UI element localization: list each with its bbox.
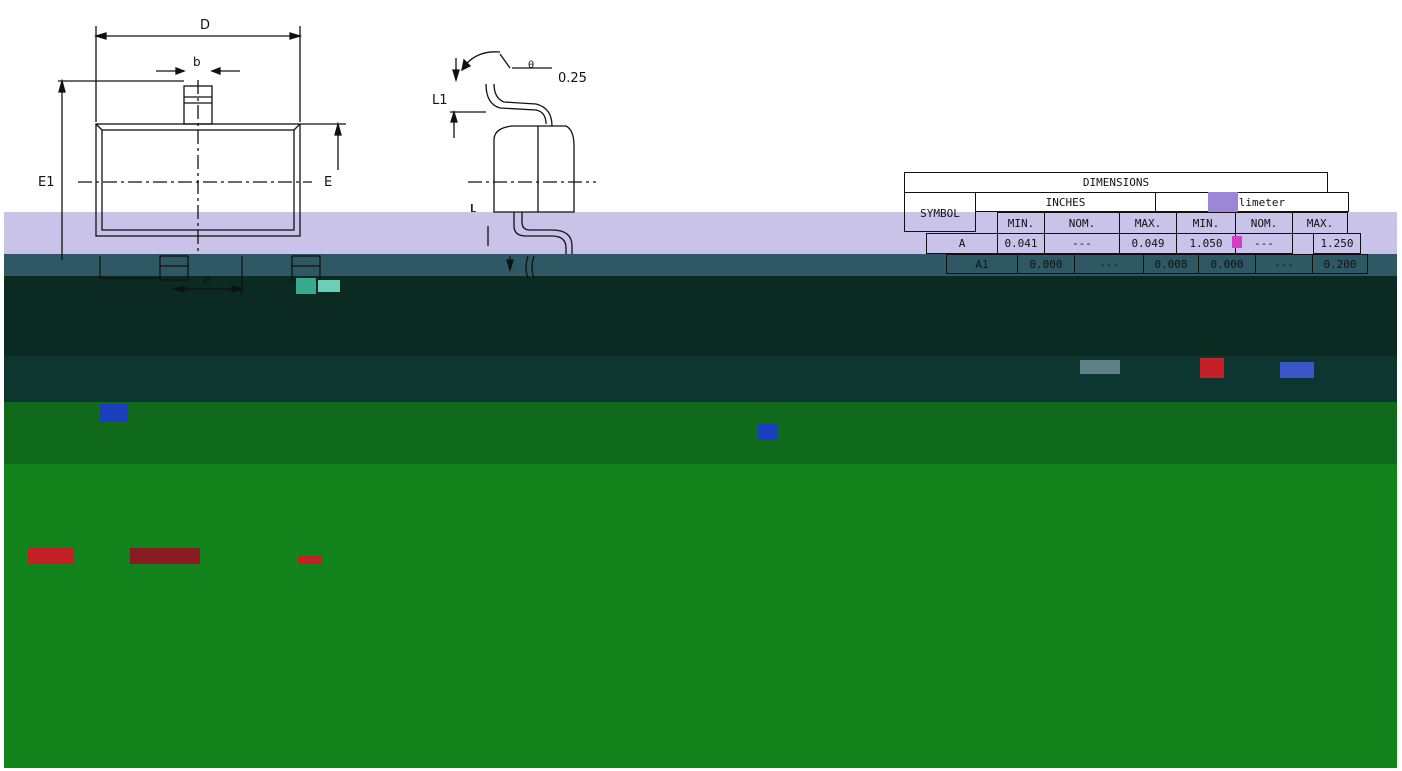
- artifact-band-green-lower: [4, 464, 1397, 768]
- row-a-in-min: 0.041: [997, 233, 1045, 254]
- artifact-speck: [298, 556, 322, 564]
- artifact-speck: [318, 280, 340, 292]
- row-a1-symbol: A1: [946, 254, 1018, 274]
- subheader-mm-max: MAX.: [1292, 212, 1348, 234]
- artifact-speck: [1280, 362, 1314, 378]
- dim-label-L: L: [470, 202, 477, 215]
- artifact-speck: [100, 404, 128, 422]
- dim-label-theta: θ: [528, 60, 534, 71]
- row-a-mm-max: 1.250: [1313, 233, 1361, 254]
- artifact-speck: [28, 548, 74, 564]
- subheader-in-nom: NOM.: [1044, 212, 1120, 234]
- subheader-mm-nom: NOM.: [1235, 212, 1293, 234]
- top-view: [58, 26, 346, 294]
- dim-label-e: e: [203, 273, 211, 288]
- artifact-band-green-upper: [4, 402, 1397, 464]
- row-a1-in-min: 0.000: [1017, 254, 1075, 274]
- row-a-in-nom: ---: [1044, 233, 1120, 254]
- artifact-band-teal: [4, 356, 1397, 402]
- dim-label-E: E: [324, 175, 332, 190]
- dimensions-title: DIMENSIONS: [904, 172, 1328, 193]
- artifact-speck: [1232, 236, 1242, 248]
- subheader-mm-min: MIN.: [1176, 212, 1236, 234]
- row-a1-mm-nom: ---: [1255, 254, 1313, 274]
- row-a1-mm-max: 0.200: [1312, 254, 1368, 274]
- dim-label-b: b: [193, 55, 201, 69]
- artifact-speck: [758, 424, 778, 440]
- dim-label-025: 0.25: [558, 71, 587, 86]
- artifact-speck: [1200, 358, 1224, 378]
- subheader-in-max: MAX.: [1119, 212, 1177, 234]
- dim-label-L1: L1: [432, 93, 448, 108]
- artifact-band-slate: [4, 254, 1397, 276]
- subheader-in-min: MIN.: [997, 212, 1045, 234]
- inches-header: INCHES: [975, 192, 1156, 212]
- row-a-symbol: A: [926, 233, 998, 254]
- dim-label-D: D: [200, 18, 210, 33]
- side-view: [450, 51, 596, 279]
- row-a-mm-min: 1.050: [1176, 233, 1236, 254]
- row-a1-in-max: 0.008: [1143, 254, 1199, 274]
- row-a-mm-nom: ---: [1235, 233, 1293, 254]
- artifact-speck: [1208, 192, 1238, 212]
- artifact-speck: [1080, 360, 1120, 374]
- artifact-speck: [296, 278, 316, 294]
- row-a1-in-nom: ---: [1074, 254, 1144, 274]
- symbol-header: SYMBOL: [904, 192, 976, 232]
- row-a1-mm-min: 0.000: [1198, 254, 1256, 274]
- artifact-speck: [130, 548, 200, 564]
- row-a-in-max: 0.049: [1119, 233, 1177, 254]
- dim-label-E1: E1: [38, 175, 55, 190]
- millimeter-header: Millimeter: [1155, 192, 1349, 212]
